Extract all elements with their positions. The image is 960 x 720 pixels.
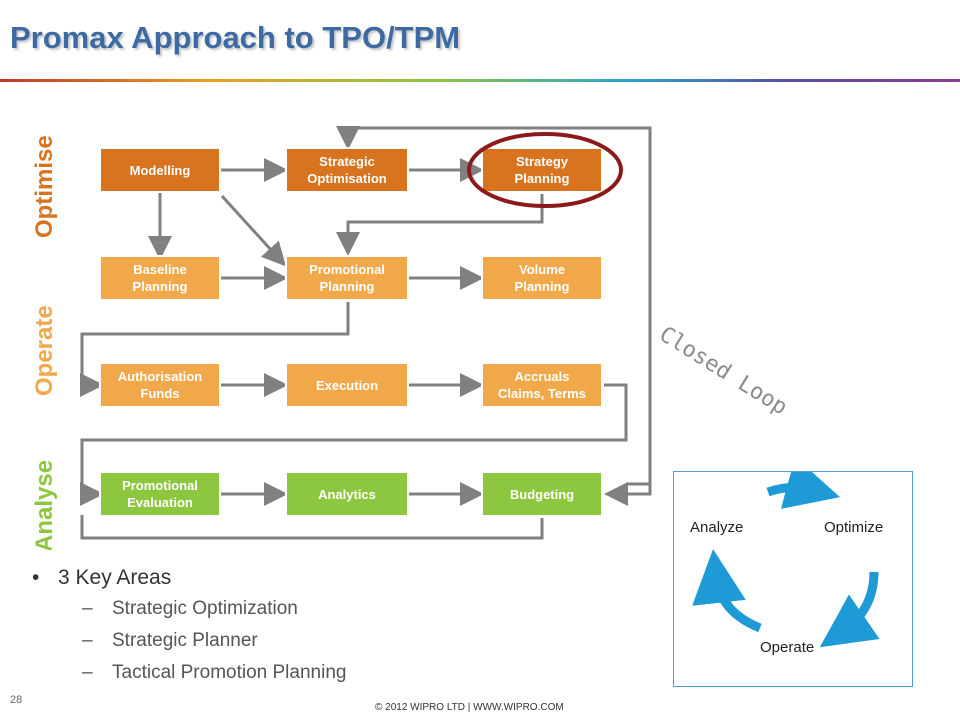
sub-bullet-dash: – [82, 662, 93, 683]
box-budgeting-label: Budgeting [510, 487, 574, 502]
box-strategic-optimisation-line2: Optimisation [307, 171, 387, 186]
box-promotional-evaluation-line1: Promotional [122, 478, 198, 493]
box-volume-planning-line1: Volume [519, 262, 565, 277]
box-volume-planning-line2: Planning [515, 279, 570, 294]
sub-bullet-dash: – [82, 598, 93, 619]
box-baseline-planning-line1: Baseline [133, 262, 186, 277]
box-budgeting: Budgeting [481, 471, 603, 517]
box-accruals-line1: Accruals [515, 369, 570, 384]
box-promotional-evaluation-line2: Evaluation [127, 495, 193, 510]
box-analytics: Analytics [285, 471, 409, 517]
box-execution-label: Execution [316, 378, 378, 393]
cycle-label-analyze: Analyze [690, 519, 744, 536]
cycle-label-optimize: Optimize [824, 519, 884, 536]
connector-promotional-authorisation [80, 302, 350, 397]
connector-accruals-evaluation [80, 383, 628, 506]
band-label-optimise: Optimise [31, 135, 58, 238]
process-flow-diagram: Optimise Operate Analyse Modelling Strat… [31, 126, 652, 550]
box-modelling-label: Modelling [130, 163, 191, 178]
box-authorisation-funds: Authorisation Funds [99, 362, 221, 408]
box-strategy-planning-line2: Planning [515, 171, 570, 186]
box-baseline-planning: Baseline Planning [99, 255, 221, 301]
footer-copyright: © 2012 WIPRO LTD | WWW.WIPRO.COM [375, 702, 564, 713]
box-authorisation-funds-line2: Funds [141, 386, 180, 401]
box-authorisation-funds-line1: Authorisation [118, 369, 203, 384]
band-label-operate: Operate [31, 305, 58, 396]
connector-budgeting-return [80, 515, 544, 540]
sub-bullet-dash: – [82, 630, 93, 651]
box-baseline-planning-line2: Planning [133, 279, 188, 294]
sub-bullet-3-text: Tactical Promotion Planning [112, 662, 347, 683]
box-promotional-planning-line2: Planning [320, 279, 375, 294]
box-volume-planning: Volume Planning [481, 255, 603, 301]
title-rule [0, 79, 960, 82]
connector-modelling-promotional [220, 194, 287, 267]
cycle-arrow-left [692, 549, 762, 633]
box-accruals-claims-terms: Accruals Claims, Terms [481, 362, 603, 408]
bullet-key-areas: • 3 Key Areas [32, 566, 632, 590]
page-number: 28 [10, 694, 23, 706]
cycle-label-operate: Operate [760, 639, 815, 656]
sub-bullet-1: –Strategic Optimization [82, 598, 632, 620]
bullet-dot: • [32, 566, 40, 589]
box-strategic-optimisation: Strategic Optimisation [285, 147, 409, 193]
box-promotional-evaluation: Promotional Evaluation [99, 471, 221, 517]
box-promotional-planning-line1: Promotional [309, 262, 385, 277]
bullet-key-areas-text: 3 Key Areas [58, 566, 172, 589]
connector-loop-budgeting [604, 482, 652, 506]
key-areas-list: •3 Key Areas –Strategic Optimization –St… [32, 566, 632, 694]
connector-loop-top [336, 126, 652, 486]
box-accruals-line2: Claims, Terms [498, 386, 586, 401]
closed-loop-annotation: Closed Loop [654, 322, 792, 421]
sub-bullet-1-text: Strategic Optimization [112, 598, 298, 619]
cycle-arrow-top [766, 472, 841, 509]
page-title: Promax Approach to TPO/TPM [10, 20, 461, 55]
sub-bullet-2-text: Strategic Planner [112, 630, 258, 651]
box-strategy-planning-line1: Strategy [516, 154, 569, 169]
box-analytics-label: Analytics [318, 487, 376, 502]
highlight-ellipse [467, 132, 623, 208]
box-strategic-optimisation-line1: Strategic [319, 154, 375, 169]
box-execution: Execution [285, 362, 409, 408]
sub-bullet-2: –Strategic Planner [82, 630, 632, 652]
sub-bullet-3: –Tactical Promotion Planning [82, 662, 632, 684]
connectors [80, 126, 652, 540]
box-modelling: Modelling [99, 147, 221, 193]
cycle-diagram: Optimize Operate Analyze [673, 471, 913, 687]
band-label-analyse: Analyse [31, 460, 58, 550]
cycle-arrows [692, 472, 880, 648]
box-promotional-planning: Promotional Planning [285, 255, 409, 301]
cycle-arrow-right [819, 571, 880, 648]
connector-strategy-promotional [336, 194, 544, 256]
box-strategy-planning: Strategy Planning [481, 147, 603, 193]
